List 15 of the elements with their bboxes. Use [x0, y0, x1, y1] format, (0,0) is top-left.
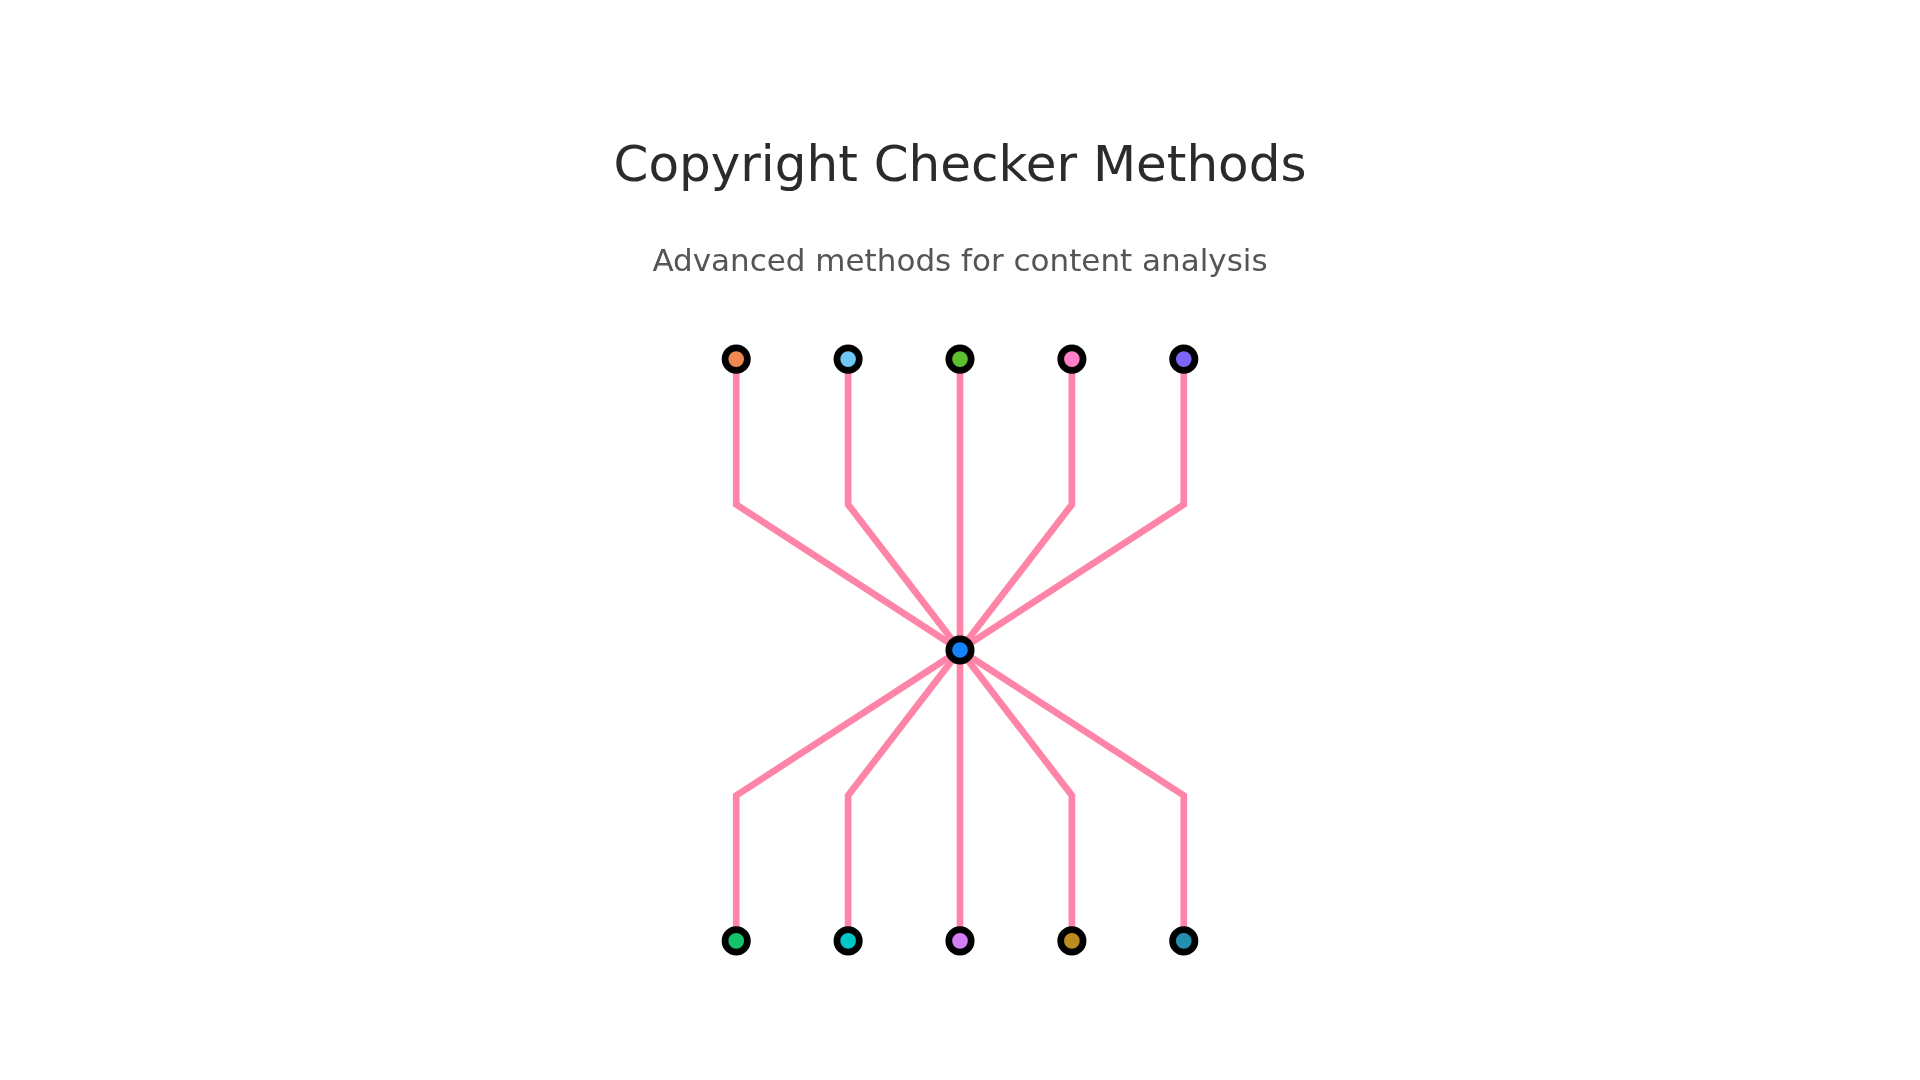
node-circle — [833, 344, 863, 374]
node-circle — [945, 344, 975, 374]
node-circle — [721, 926, 751, 956]
node-circle — [945, 635, 975, 665]
node-circle — [1057, 344, 1087, 374]
diagram-subtitle: Advanced methods for content analysis — [651, 242, 1269, 278]
node-circle — [1057, 926, 1087, 956]
node-circle — [833, 926, 863, 956]
node-circle — [721, 344, 751, 374]
diagram-title: Copyright Checker Methods — [612, 135, 1308, 193]
connector — [956, 370, 964, 639]
connector — [956, 661, 964, 930]
node-circle — [945, 926, 975, 956]
node-circle — [1169, 344, 1199, 374]
node-circle — [1169, 926, 1199, 956]
